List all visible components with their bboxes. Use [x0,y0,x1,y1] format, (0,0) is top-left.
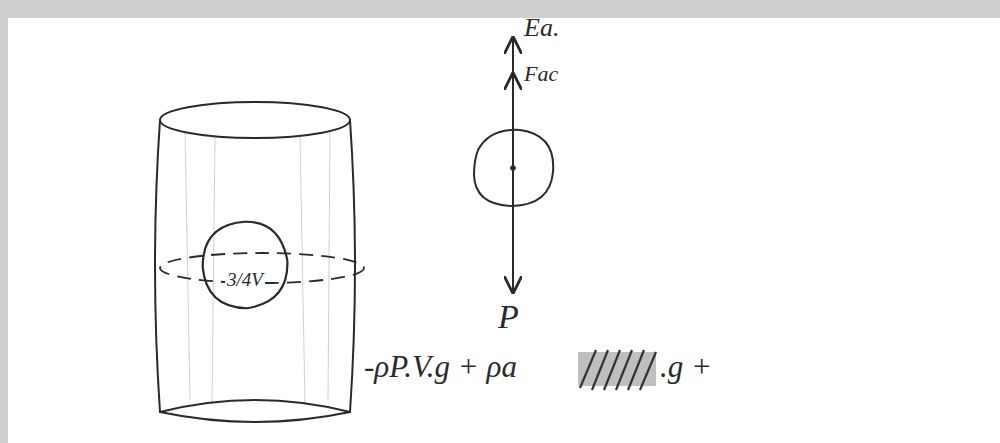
cylinder-wall [155,120,160,412]
buoyancy-arrow [512,40,514,168]
cylinder-bottom [160,412,350,422]
hatch-line [580,350,596,388]
scribble [578,350,656,390]
guide-line [212,135,215,405]
center-dot [511,166,515,170]
equation-text: -ρP.V.g + ρa [364,350,517,384]
hatch-line [640,352,656,390]
cylinder-top [160,102,350,138]
guide-line [185,130,190,400]
force-label: P [498,298,519,335]
volume-label: 3/4V [225,270,265,291]
cylinder-container [155,102,355,422]
sphere-outline-path [203,222,288,309]
guide-line [328,130,330,400]
pencil-guides [185,130,330,405]
cylinder-bottom [160,400,350,412]
force-label: Fac [524,62,558,86]
cylinder-wall [350,120,355,412]
equation-text: .g + [660,350,712,384]
weight-arrow [512,168,514,290]
sphere-outline [199,219,291,311]
force-arrow [512,76,514,168]
scribble-hatch [580,350,656,390]
paper-sheet [8,18,1000,443]
force-label: Ea. [524,14,559,43]
guide-line [300,135,305,405]
floating-sphere: 3/4V [199,219,291,311]
